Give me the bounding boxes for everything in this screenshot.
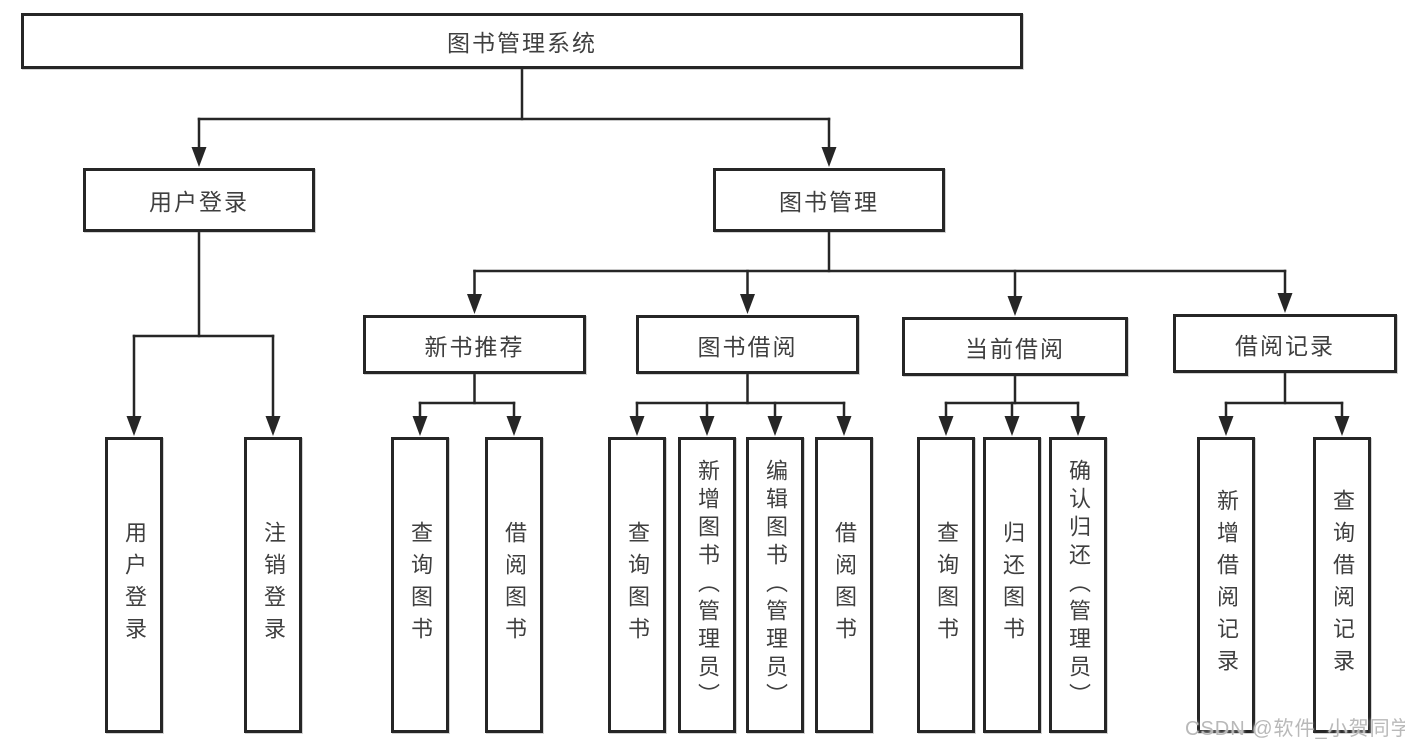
node-book-management: 图书管理 [713, 168, 945, 232]
node-user-login: 用户登录 [83, 168, 315, 232]
node-label: 归还图书 [1000, 521, 1025, 649]
node-borrow-records: 借阅记录 [1173, 314, 1397, 373]
watermark: CSDN @软件_小贺同学 [1185, 718, 1405, 740]
arrowhead-down [467, 294, 482, 314]
arrowhead-down [265, 416, 281, 436]
node-new-book-recommend: 新书推荐 [363, 315, 586, 374]
node-label: 确认归还（管理员） [1066, 459, 1091, 711]
node-label: 查询图书 [625, 521, 650, 649]
node-label: 新增图书（管理员） [695, 459, 720, 711]
node-book-borrow: 图书借阅 [636, 315, 859, 374]
arrowhead-down [1070, 416, 1086, 436]
arrowhead-down [821, 147, 837, 167]
node-current-confirm-return-admin: 确认归还（管理员） [1049, 437, 1107, 733]
node-label: 借阅图书 [502, 521, 527, 649]
node-label: 图书管理系统 [447, 30, 597, 56]
node-leaf-logout: 注销登录 [244, 437, 302, 733]
arrowhead-down [1334, 416, 1350, 436]
node-label: 借阅图书 [832, 521, 857, 649]
node-borrow-query-books: 查询图书 [608, 437, 666, 733]
node-current-return-books: 归还图书 [983, 437, 1041, 733]
node-borrow-add-books-admin: 新增图书（管理员） [678, 437, 736, 733]
node-label: 新增借阅记录 [1214, 489, 1239, 681]
node-label: 编辑图书（管理员） [763, 459, 788, 711]
node-records-query-record: 查询借阅记录 [1313, 437, 1371, 733]
node-root: 图书管理系统 [21, 13, 1023, 69]
arrowhead-down [126, 416, 142, 436]
node-current-borrow: 当前借阅 [902, 317, 1128, 376]
arrowhead-down [699, 416, 715, 436]
arrowhead-down [1007, 296, 1023, 316]
node-label: 新书推荐 [424, 333, 525, 360]
node-label: 图书借阅 [697, 333, 798, 360]
node-borrow-edit-books-admin: 编辑图书（管理员） [746, 437, 804, 733]
arrowhead-down [506, 416, 522, 436]
node-recommend-borrow-books: 借阅图书 [485, 437, 543, 733]
node-label: 当前借阅 [965, 335, 1065, 362]
arrowhead-down [1004, 416, 1020, 436]
node-label: 用户登录 [122, 521, 147, 649]
node-label: 查询借阅记录 [1330, 489, 1355, 681]
arrowhead-down [836, 416, 852, 436]
node-records-add-record: 新增借阅记录 [1197, 437, 1255, 733]
node-label: 查询图书 [934, 521, 959, 649]
node-recommend-query-books: 查询图书 [391, 437, 449, 733]
arrowhead-down [629, 416, 645, 436]
arrowhead-down [412, 416, 428, 436]
node-label: 查询图书 [408, 521, 433, 649]
node-label: 注销登录 [261, 521, 286, 649]
arrowhead-down [191, 147, 207, 167]
node-label: 用户登录 [149, 189, 249, 215]
arrowhead-down [1277, 293, 1293, 313]
node-label: 借阅记录 [1235, 332, 1335, 359]
arrowhead-down [938, 416, 954, 436]
arrowhead-down [767, 416, 783, 436]
node-current-query-books: 查询图书 [917, 437, 975, 733]
node-label: 图书管理 [779, 189, 879, 215]
arrowhead-down [740, 294, 755, 314]
node-leaf-user-login: 用户登录 [105, 437, 163, 733]
arrowhead-down [1218, 416, 1234, 436]
node-borrow-borrow-books: 借阅图书 [815, 437, 873, 733]
